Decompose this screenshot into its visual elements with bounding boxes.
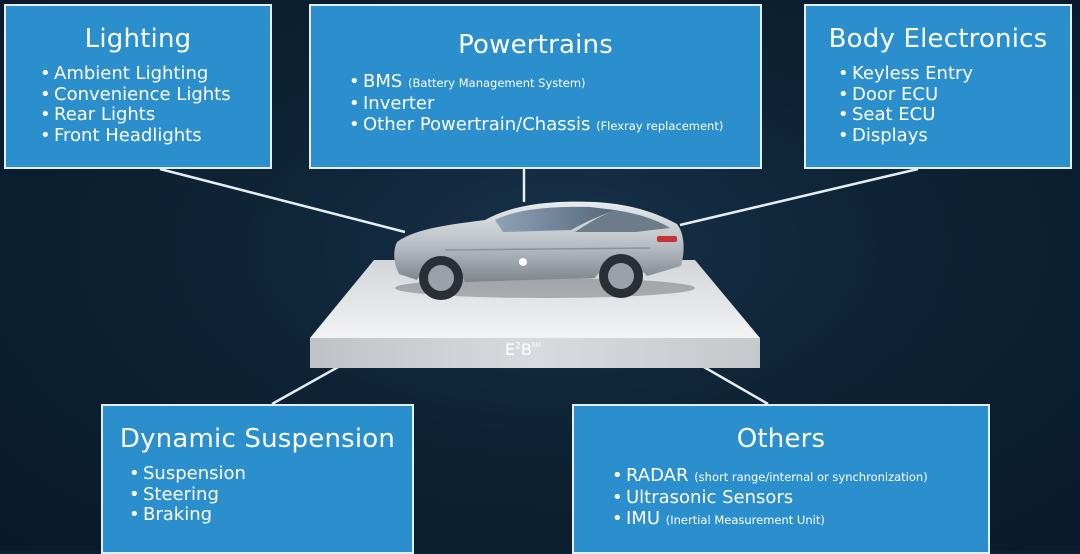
list-item: Suspension (129, 463, 404, 485)
list-item: Displays (838, 125, 1062, 147)
list-item: Keyless Entry (838, 63, 1062, 85)
list-item: Door ECU (838, 84, 1062, 106)
car-illustration (394, 201, 695, 300)
list-item: Steering (129, 484, 404, 506)
list-item: Rear Lights (40, 104, 262, 126)
list-item: Ultrasonic Sensors (612, 487, 980, 510)
powertrains-list: BMS (Battery Management System) Inverter… (349, 71, 752, 137)
list-item: Convenience Lights (40, 84, 262, 106)
others-title: Others (736, 424, 826, 454)
others-box: Others RADAR (short range/internal or sy… (572, 404, 990, 554)
connector-body (679, 167, 919, 227)
dynamic-suspension-list: Suspension Steering Braking (129, 463, 404, 526)
list-item: IMU (Inertial Measurement Unit) (612, 508, 980, 531)
powertrains-title: Powertrains (458, 30, 613, 60)
list-item: Inverter (349, 93, 752, 116)
lighting-title: Lighting (84, 24, 192, 54)
powertrains-box: Powertrains BMS (Battery Management Syst… (309, 4, 762, 169)
body-electronics-box: Body Electronics Keyless Entry Door ECU … (804, 4, 1072, 169)
list-item: RADAR (short range/internal or synchroni… (612, 465, 980, 488)
list-item: Front Headlights (40, 125, 262, 147)
list-item: Braking (129, 504, 404, 526)
list-item: Seat ECU (838, 104, 1062, 126)
lighting-list: Ambient Lighting Convenience Lights Rear… (40, 63, 262, 147)
dynamic-suspension-title: Dynamic Suspension (119, 424, 396, 454)
list-item: Other Powertrain/Chassis (Flexray replac… (349, 114, 752, 137)
list-item: BMS (Battery Management System) (349, 71, 752, 94)
dynamic-suspension-box: Dynamic Suspension Suspension Steering B… (101, 404, 414, 554)
connector-lighting (159, 167, 406, 234)
platform-label: E2BSM (505, 340, 541, 359)
lighting-box: Lighting Ambient Lighting Convenience Li… (4, 4, 272, 169)
list-item: Ambient Lighting (40, 63, 262, 85)
others-list: RADAR (short range/internal or synchroni… (612, 465, 980, 531)
body-electronics-title: Body Electronics (828, 24, 1048, 54)
body-electronics-list: Keyless Entry Door ECU Seat ECU Displays (838, 63, 1062, 147)
